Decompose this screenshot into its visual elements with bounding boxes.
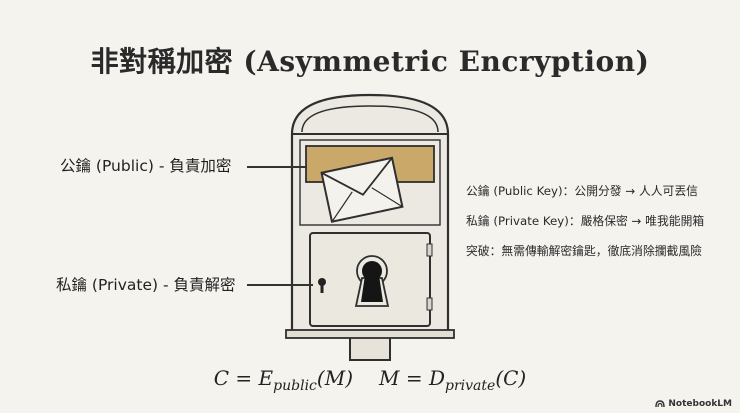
notebooklm-logo-icon — [655, 400, 666, 408]
envelope-icon — [320, 156, 404, 223]
upper-panel — [299, 139, 441, 226]
formula-symbol: D — [428, 366, 446, 390]
bullet-list: 公鑰 (Public Key)：公開分發 → 人人可丟信 私鑰 (Private… — [466, 182, 704, 272]
public-key-label: 公鑰 (Public) - 負責加密 — [60, 157, 232, 175]
private-key-leader — [247, 284, 313, 286]
formula-equals: = — [229, 366, 259, 390]
bullet-item: 公鑰 (Public Key)：公開分發 → 人人可丟信 — [466, 184, 698, 198]
large-keyhole-icon — [354, 255, 390, 307]
public-key-leader — [247, 166, 307, 168]
formula-subscript: public — [273, 378, 317, 394]
formula: C = Epublic(M) M = Dprivate(C) — [0, 366, 740, 394]
formula-symbol: C — [213, 366, 230, 390]
bullet-item: 私鑰 (Private Key)：嚴格保密 → 唯我能開箱 — [466, 214, 705, 228]
brand-name: NotebookLM — [668, 399, 732, 409]
encryption-formula: C = Epublic(M) — [213, 366, 353, 394]
formula-symbol: E — [258, 366, 274, 390]
door-hinge-top — [426, 243, 433, 257]
private-key-label: 私鑰 (Private) - 負責解密 — [56, 276, 236, 294]
formula-argument: (C) — [495, 366, 527, 390]
door-hinge-bottom — [426, 297, 433, 311]
page-title: 非對稱加密 (Asymmetric Encryption) — [90, 45, 650, 78]
mailbox-arch — [301, 105, 439, 133]
formula-equals: = — [399, 366, 429, 390]
formula-symbol: M — [379, 366, 400, 390]
notebooklm-watermark: NotebookLM — [655, 399, 732, 409]
mailbox-base — [285, 329, 455, 339]
bullet-item: 突破：無需傳輸解密鑰匙，徹底消除攔截風險 — [466, 244, 702, 258]
formula-subscript: private — [445, 378, 496, 394]
formula-argument: (M) — [316, 366, 353, 390]
small-keyhole-icon — [318, 278, 326, 293]
decryption-formula: M = Dprivate(C) — [379, 366, 527, 394]
